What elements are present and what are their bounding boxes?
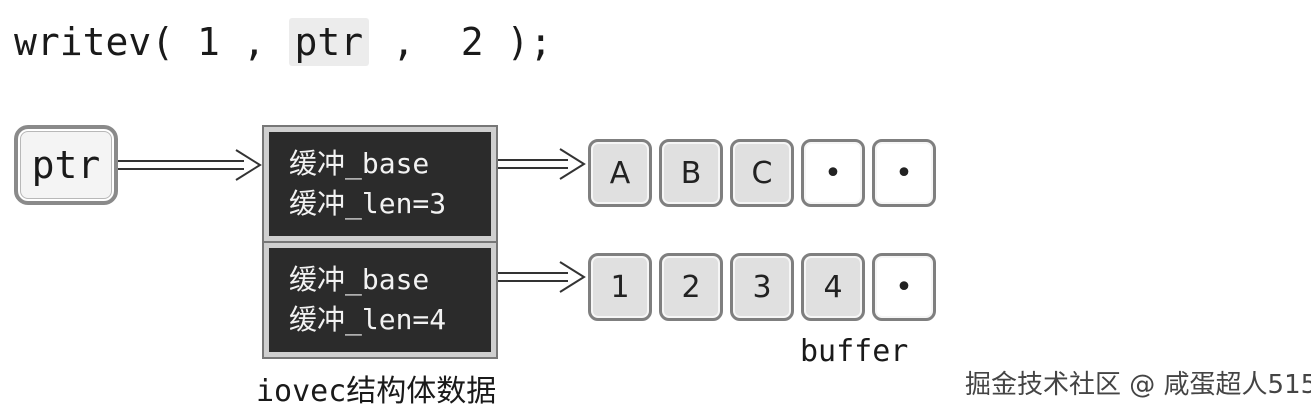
iovec-len-label: 缓冲_len=3 (289, 187, 447, 220)
buffer0-cell: C (730, 139, 794, 207)
cell-value: • (895, 269, 913, 305)
code-prefix: writev( 1 , (14, 20, 289, 64)
buffer1-cell: 1 (588, 253, 652, 321)
iovec-struct-0: 缓冲_base 缓冲_len=3 (264, 127, 496, 241)
cell-value: 2 (681, 269, 701, 305)
ptr-box: ptr (14, 125, 118, 205)
cell-value: • (895, 155, 913, 191)
buffer0-cell: • (872, 139, 936, 207)
cell-value: 1 (610, 269, 630, 305)
cell-value: 4 (823, 269, 843, 305)
buffer1-cell: • (872, 253, 936, 321)
ptr-label: ptr (31, 143, 101, 187)
buffer0-cell: A (588, 139, 652, 207)
buffer0-cell: • (801, 139, 865, 207)
buffer-label: buffer (800, 334, 909, 369)
cell-value: A (609, 155, 631, 191)
code-ptr-highlight: ptr (288, 18, 370, 66)
iovec-label: iovec结构体数据 (256, 374, 497, 409)
iovec-base-label: 缓冲_base (289, 263, 430, 296)
iovec-len-label: 缓冲_len=4 (289, 303, 447, 336)
buffer0-cell: B (659, 139, 723, 207)
buffer1-cell: 4 (801, 253, 865, 321)
watermark: 掘金技术社区 @ 咸蛋超人515 (965, 370, 1311, 400)
cell-value: 3 (752, 269, 772, 305)
buffer1-cell: 2 (659, 253, 723, 321)
buffer1-cell: 3 (730, 253, 794, 321)
iovec-struct-1: 缓冲_base 缓冲_len=4 (264, 243, 496, 357)
iovec-base-label: 缓冲_base (289, 147, 430, 180)
cell-value: C (751, 155, 773, 191)
code-line: writev( 1 , ptr , 2 ); (14, 14, 552, 70)
cell-value: • (824, 155, 842, 191)
cell-value: B (680, 155, 702, 191)
arrow-ptr-to-iovec (118, 149, 262, 181)
code-suffix: , 2 ); (369, 20, 553, 64)
